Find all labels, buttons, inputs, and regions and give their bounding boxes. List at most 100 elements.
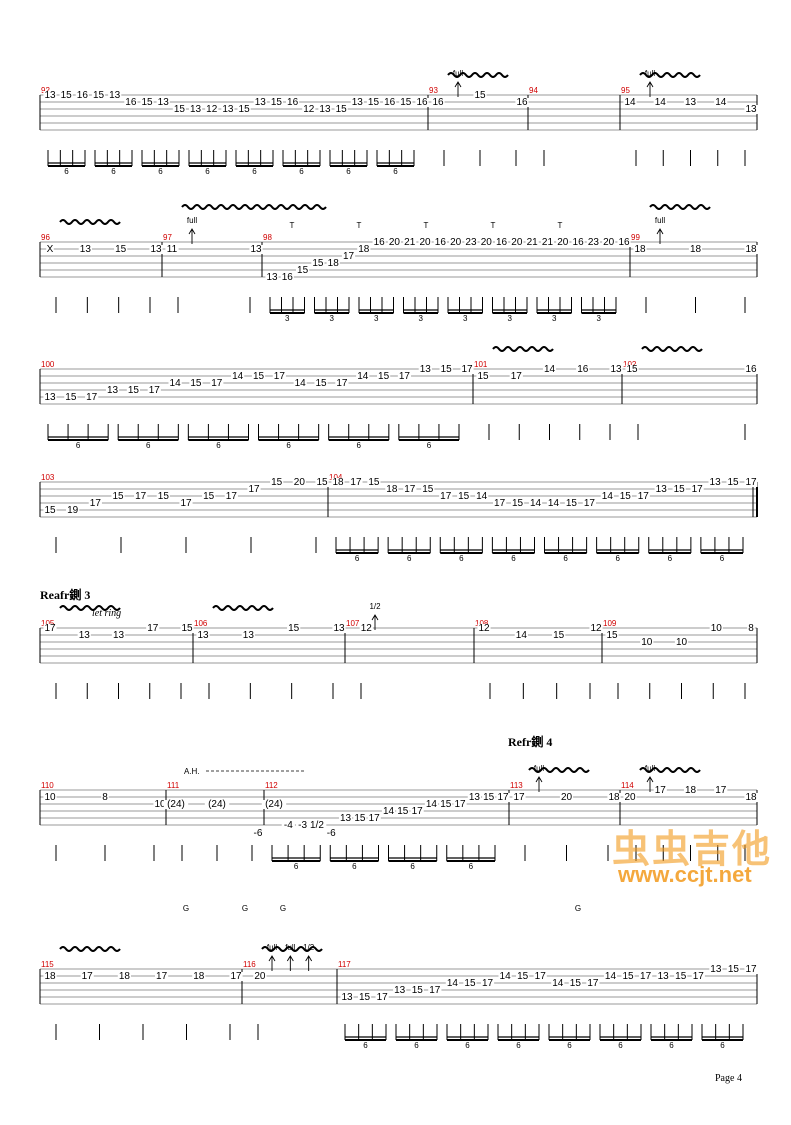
fret-number-bg [674,972,688,981]
fret-number: 15 [570,978,582,989]
bend-arrow [646,776,654,792]
fret-number-bg [421,485,435,494]
tuplet-number: 3 [597,314,602,323]
fret-number: 21 [404,237,416,248]
tuplet-number: 6 [111,167,116,176]
tuplet-number: 6 [410,862,415,871]
fret-number-bg [625,365,639,374]
fret-number: 14 [447,978,459,989]
measure-number: 105 [41,619,55,628]
fret-number-bg [353,814,367,823]
tuplet-number: 6 [511,554,516,563]
tuplet-number: 3 [419,314,424,323]
fret-number: 13 [197,630,209,641]
fret-number: 17 [377,992,389,1003]
fret-number: 16 [573,237,585,248]
fret-number-bg [410,807,424,816]
fret-number: 13 [420,364,432,375]
fret-number-bg [714,98,728,107]
fret-number-bg [43,91,57,100]
tuplet-number: 6 [720,1041,725,1050]
fret-number: 19 [67,505,79,516]
fret-number: 13 [243,630,255,641]
fret-number-bg [231,372,245,381]
fret-number: 16 [77,90,89,101]
fret-number-bg [43,624,57,633]
fret-number-bg [381,807,396,816]
fret-number-bg [510,499,525,508]
fret-number: 17 [82,971,94,982]
fret-number: 14 [516,630,528,641]
fret-number: 13 [656,484,668,495]
fret-number: 10 [154,799,166,810]
fret-number: 17 [147,623,159,634]
fret-number-bg [335,379,349,388]
fret-number-bg [516,972,530,981]
measure-number: 94 [529,86,538,95]
fret-number: 14 [602,491,614,502]
fret-number-bg [210,379,224,388]
fret-number-bg [270,478,284,487]
fret-number-bg [359,624,373,633]
fret-number: 17 [511,371,523,382]
fret-number: 18 [119,971,131,982]
fret-number: 15 [253,371,265,382]
fret-number-bg [292,478,306,487]
tuplet-number: 6 [516,1041,521,1050]
fret-number: 17 [369,813,381,824]
fret-number: 18 [328,258,340,269]
fret-number-bg [552,631,566,640]
chord-letter: G [280,904,286,913]
fret-number: 17 [44,623,56,634]
tuplet-number: 6 [76,441,81,450]
fret-number: 15 [378,371,390,382]
tap-mark: T [424,221,429,230]
bend-label: full [453,69,463,78]
measure-number: 96 [41,233,50,242]
chord-letter: G [575,904,581,913]
fret-number: 12 [303,104,315,115]
vibrato-mark [639,767,701,773]
fret-number: 13 [610,364,622,375]
fret-number: 15 [239,104,251,115]
fret-number-bg [202,492,216,501]
fret-number-bg [326,259,340,268]
fret-number-bg [253,972,267,981]
fret-number: 17 [440,491,452,502]
fret-number-bg [633,245,647,254]
fret-number: 15 [174,104,186,115]
vibrato-mark [59,946,121,952]
fret-number-bg [286,98,300,107]
fret-number-bg [261,800,287,809]
fret-number: 13 [710,477,722,488]
tuplet-number: 6 [205,167,210,176]
measure-number: 93 [429,86,438,95]
watermark-url: www.ccjt.net [618,862,752,887]
fret-number: 16 [384,97,396,108]
fret-number: 15 [400,97,412,108]
fret-number: 15 [474,90,486,101]
fret-number: 15 [61,90,73,101]
fret-number: 13 [255,97,267,108]
fret-number: 17 [248,484,260,495]
fret-number-bg [196,631,210,640]
fret-number-bg [43,506,57,515]
fret-number: 15 [115,244,127,255]
fret-number-bg [439,800,453,809]
fret-number: 17 [587,978,599,989]
fret-number: 18 [386,484,398,495]
bend-label: full [187,216,197,225]
fret-number: 15 [412,985,424,996]
fret-number: 17 [535,971,547,982]
vibrato-mark [492,346,554,352]
fret-number-bg [586,238,600,247]
fret-number: 20 [419,237,431,248]
fret-number-bg [424,800,439,809]
fret-number-bg [59,91,73,100]
fret-number-bg [568,979,582,988]
tuplet-number: 6 [615,554,620,563]
fret-number: 15 [626,364,638,375]
fret-number-bg [744,793,758,802]
fret-number-bg [281,821,295,830]
